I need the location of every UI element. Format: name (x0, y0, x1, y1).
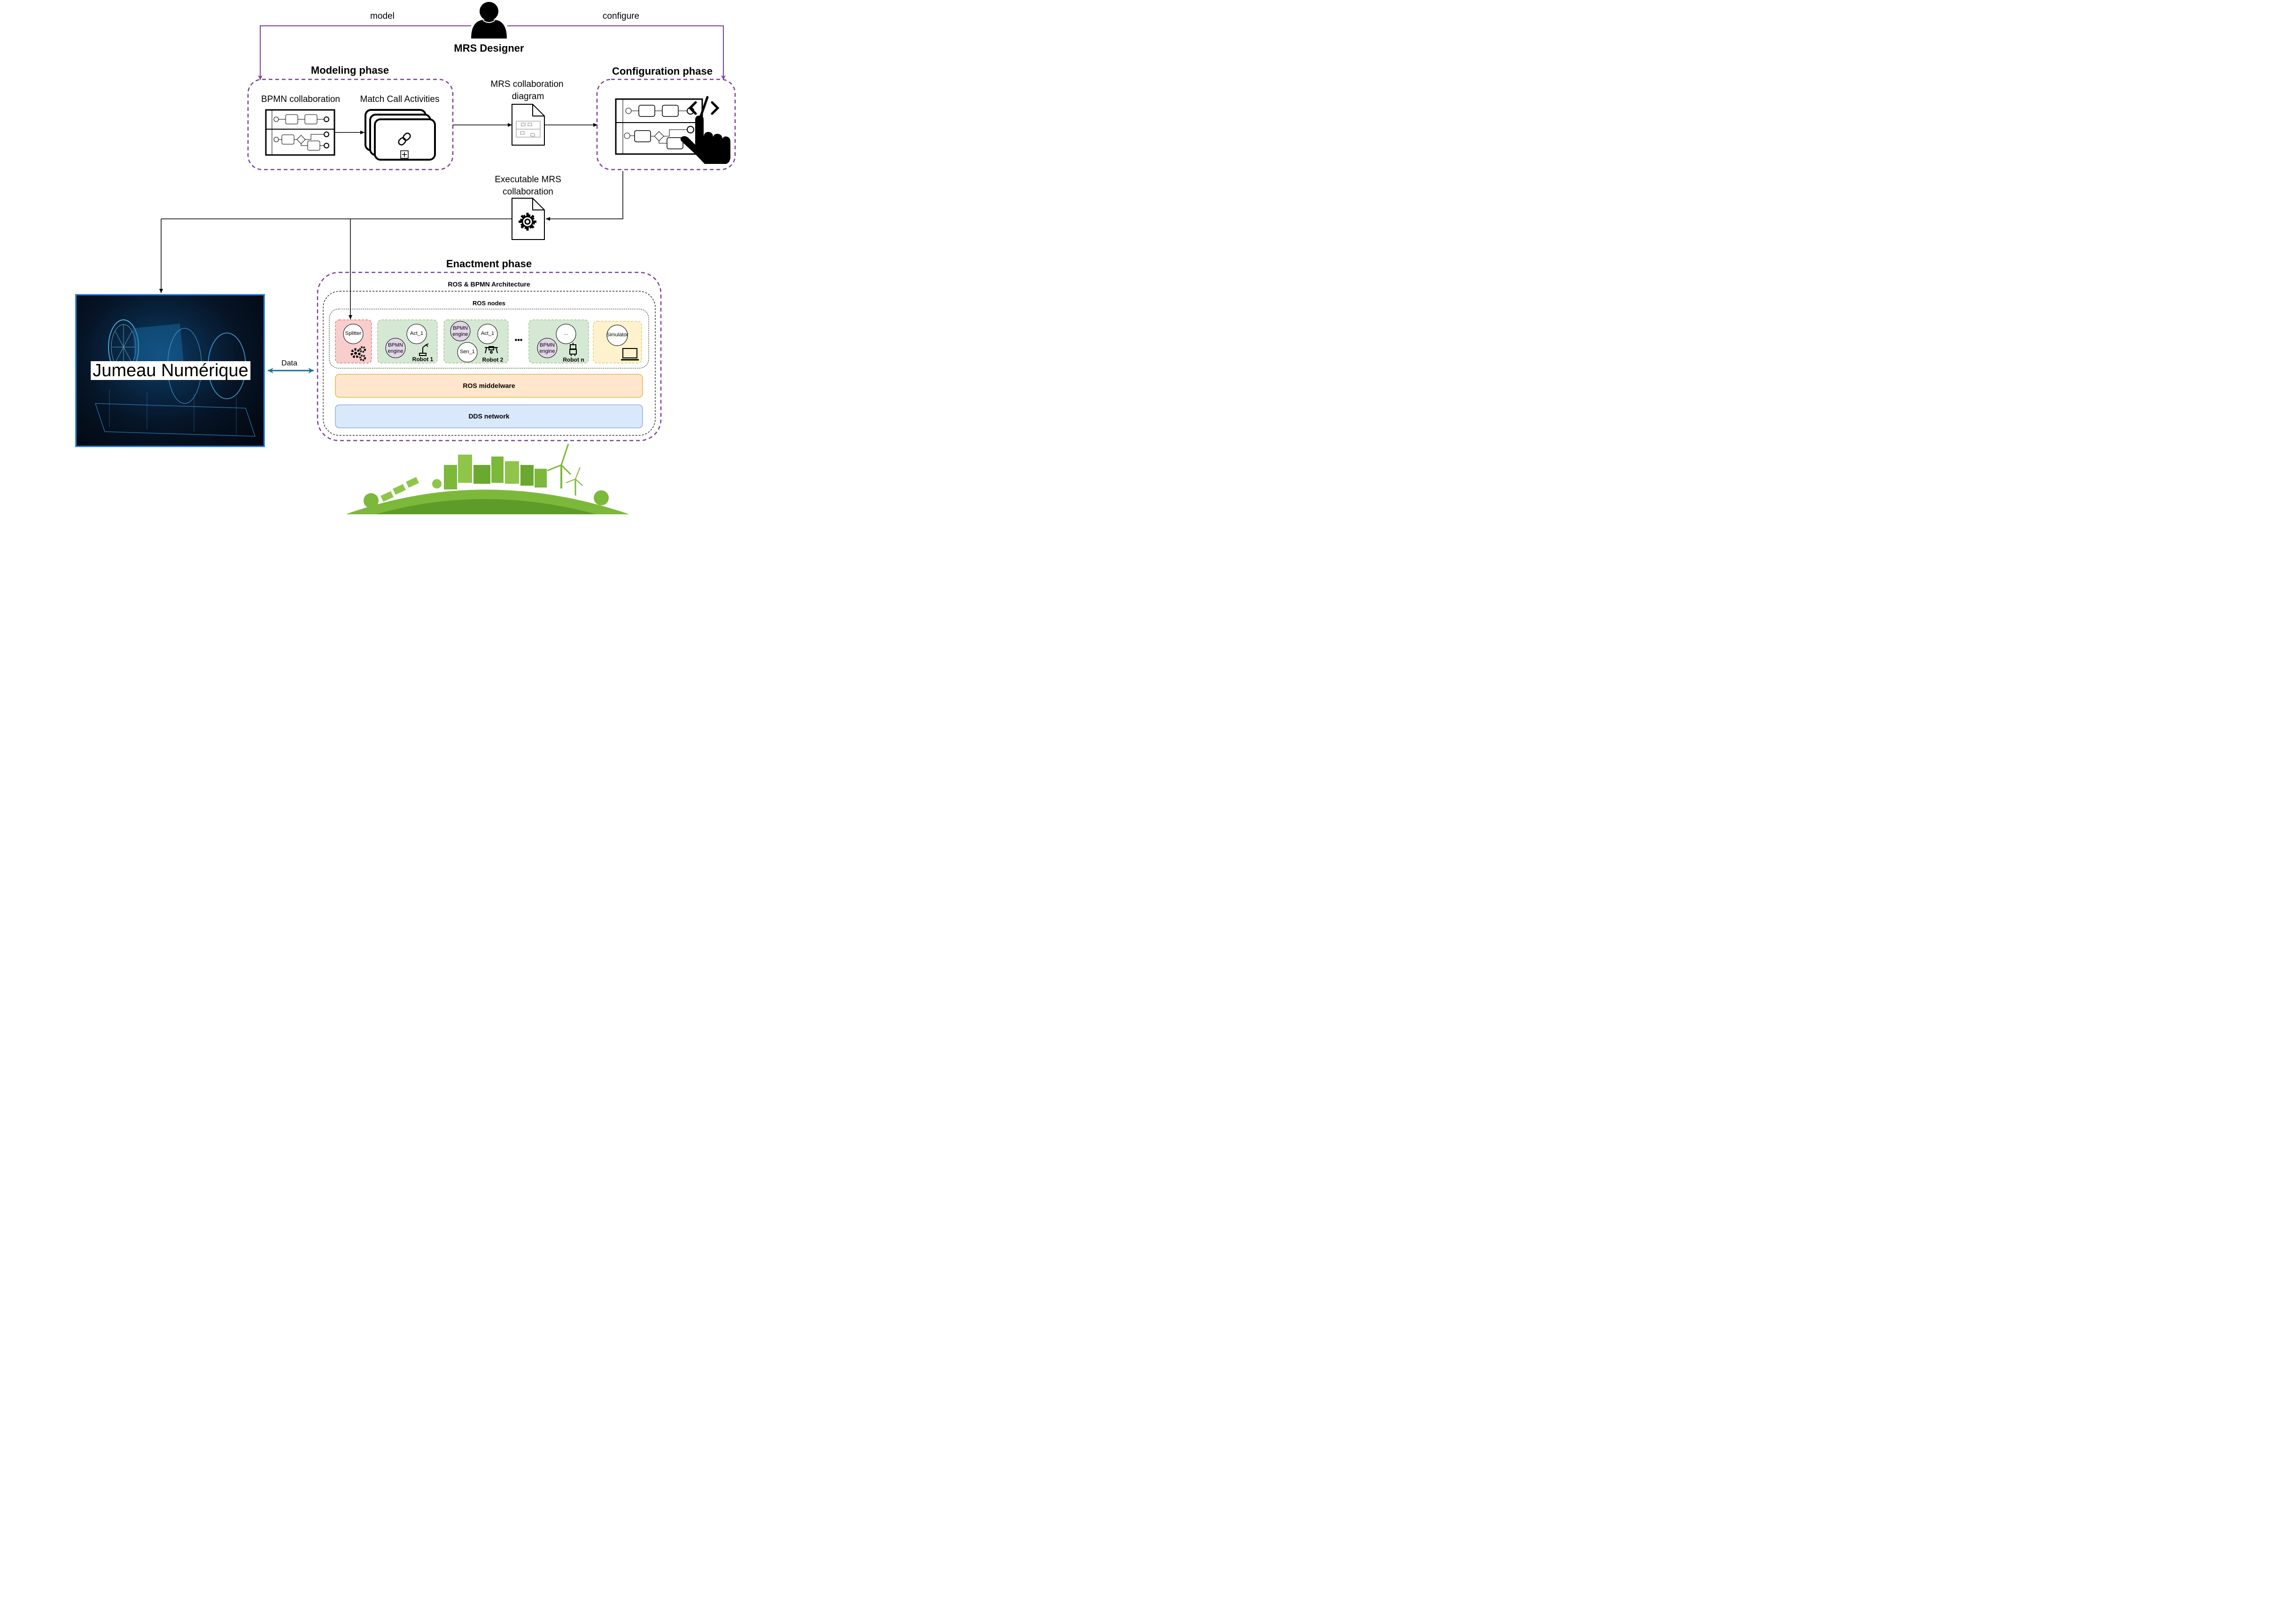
robot2-act-node (477, 324, 498, 344)
splitter-node (343, 324, 364, 344)
ros-middleware-label: ROS middelware (463, 382, 515, 389)
modeling-phase-box (247, 78, 454, 170)
enactment-phase-box (317, 271, 662, 441)
robotn-more-node (556, 324, 576, 344)
hand-pointer-icon (680, 116, 730, 164)
code-icon (688, 96, 720, 119)
architecture-diagram: Jumeau Numérique model configure MRS Des… (0, 0, 737, 514)
call-activities-stack (365, 109, 436, 161)
robot2-act-label: Act_1 (481, 331, 495, 336)
robot2-engine-node (450, 321, 471, 341)
dds-network-label: DDS network (468, 412, 510, 420)
bpmn-collaboration-label: BPMN collaboration (261, 94, 340, 104)
robot1-act-node (406, 324, 427, 344)
green-city-image (346, 443, 629, 514)
robotn-label: Robot n (563, 356, 584, 363)
robotn-engine-node (537, 338, 558, 358)
gear-icon (519, 213, 536, 231)
designer-label: MRS Designer (454, 42, 524, 54)
collaboration-diagram-label-1: MRS collaboration (490, 79, 564, 89)
ros-middleware-bar (335, 374, 643, 398)
executable-label-1: Executable MRS (495, 175, 561, 185)
robotn-engine-label: BPMN engine (539, 342, 555, 354)
robot2-sen-label: Sen_1 (460, 349, 475, 355)
configure-edge (507, 25, 726, 80)
robot1-engine-label: BPMN engine (388, 342, 403, 354)
drone-icon (485, 346, 498, 354)
model-edge (258, 25, 471, 80)
monitor-icon (621, 348, 639, 361)
modeling-phase-title: Modeling phase (310, 64, 389, 76)
digital-twin-title: Jumeau Numérique (91, 361, 250, 380)
robot2-sen-node (457, 342, 478, 363)
model-edge-label: model (370, 11, 395, 21)
robot2-engine-label: BPMN engine (452, 325, 468, 337)
simulator-node (606, 325, 628, 346)
robotn-more-label: ... (564, 331, 568, 336)
simulator-node-label: Simulator (606, 332, 628, 338)
collaboration-diagram-label-2: diagram (512, 92, 544, 101)
robot2-label: Robot 2 (482, 356, 504, 363)
ros-nodes-label: ROS nodes (472, 300, 506, 307)
configuration-phase-box (596, 78, 736, 170)
robot1-engine-node (385, 338, 406, 358)
robot1-act-label: Act_1 (410, 331, 424, 336)
data-edge-label: Data (281, 359, 297, 367)
robot1-label: Robot 1 (412, 356, 434, 363)
configuration-bpmn-diagram (615, 98, 703, 155)
configuration-phase-title: Configuration phase (612, 65, 713, 77)
enactment-phase-title: Enactment phase (446, 258, 532, 270)
gears-icon (350, 346, 366, 361)
collaboration-diagram-document-icon (512, 104, 545, 146)
more-robots-ellipsis: ••• (514, 336, 523, 344)
person-icon (471, 2, 507, 39)
match-call-activities-label: Match Call Activities (360, 94, 440, 104)
configure-edge-label: configure (602, 11, 640, 21)
robot-icon (569, 343, 577, 356)
ros-nodes-box (329, 309, 649, 369)
ros-bpmn-architecture-label: ROS & BPMN Architecture (448, 280, 530, 288)
robot-arm-icon (419, 343, 429, 356)
diagram-canvas (159, 2, 736, 514)
executable-label-2: collaboration (503, 187, 553, 197)
dds-network-bar (335, 404, 643, 428)
splitter-node-label: Splitter (345, 331, 362, 336)
digital-twin-panel: Jumeau Numérique (75, 294, 265, 447)
link-icon (398, 132, 411, 146)
bpmn-collaboration-diagram (265, 109, 335, 156)
ros-bpmn-architecture-box (323, 291, 656, 436)
